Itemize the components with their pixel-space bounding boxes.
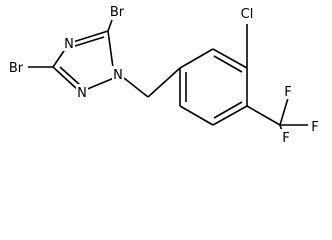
bond-n1-ch2 xyxy=(123,77,149,98)
atom-f-top-label: F xyxy=(284,85,291,100)
molecule-structure: Br Br N N N Cl F F xyxy=(5,3,321,144)
atom-br-top: Br xyxy=(107,3,127,20)
bond-c5-n4-double xyxy=(74,36,105,47)
atom-f-bottom-label: F xyxy=(282,131,289,144)
atom-br-left: Br xyxy=(5,59,27,76)
bond-c2-c3 xyxy=(212,48,248,69)
atom-br-top-label: Br xyxy=(110,5,125,20)
atom-br-left-label: Br xyxy=(9,61,24,76)
atom-f-bottom: F xyxy=(280,129,292,144)
bond-cf3-f-top xyxy=(279,97,289,126)
atom-n-top-label: N xyxy=(64,37,74,52)
bond-c5-c6 xyxy=(179,105,214,126)
atom-f-right: F xyxy=(309,118,321,135)
bond-c3-n2 xyxy=(52,66,79,91)
atom-cl: Cl xyxy=(237,5,257,22)
bond-n2-n1 xyxy=(84,77,115,91)
atom-n-top: N xyxy=(63,35,75,52)
atom-n-bottom: N xyxy=(76,84,88,101)
atom-labels: Br Br N N N Cl F F xyxy=(5,3,321,144)
bond-c5-n4 xyxy=(72,30,109,43)
bond-c1-c2 xyxy=(179,48,214,69)
atom-n-ring-label: N xyxy=(113,68,123,83)
bond-c4-cf3 xyxy=(246,105,281,126)
bonds xyxy=(28,19,308,135)
bond-c3-n2-double xyxy=(59,66,81,86)
atom-n-bottom-label: N xyxy=(77,86,87,101)
atom-f-top: F xyxy=(282,83,294,100)
atom-f-right-label: F xyxy=(311,120,318,135)
bond-c5-br xyxy=(107,19,113,32)
bond-c4-c5-double xyxy=(213,101,243,119)
atom-n-ring: N xyxy=(112,66,124,83)
bond-c2-c3-double xyxy=(213,55,243,73)
bond-ch2-c1 xyxy=(147,67,181,98)
atom-cl-label: Cl xyxy=(241,7,254,22)
bond-c4-c5 xyxy=(212,105,248,126)
